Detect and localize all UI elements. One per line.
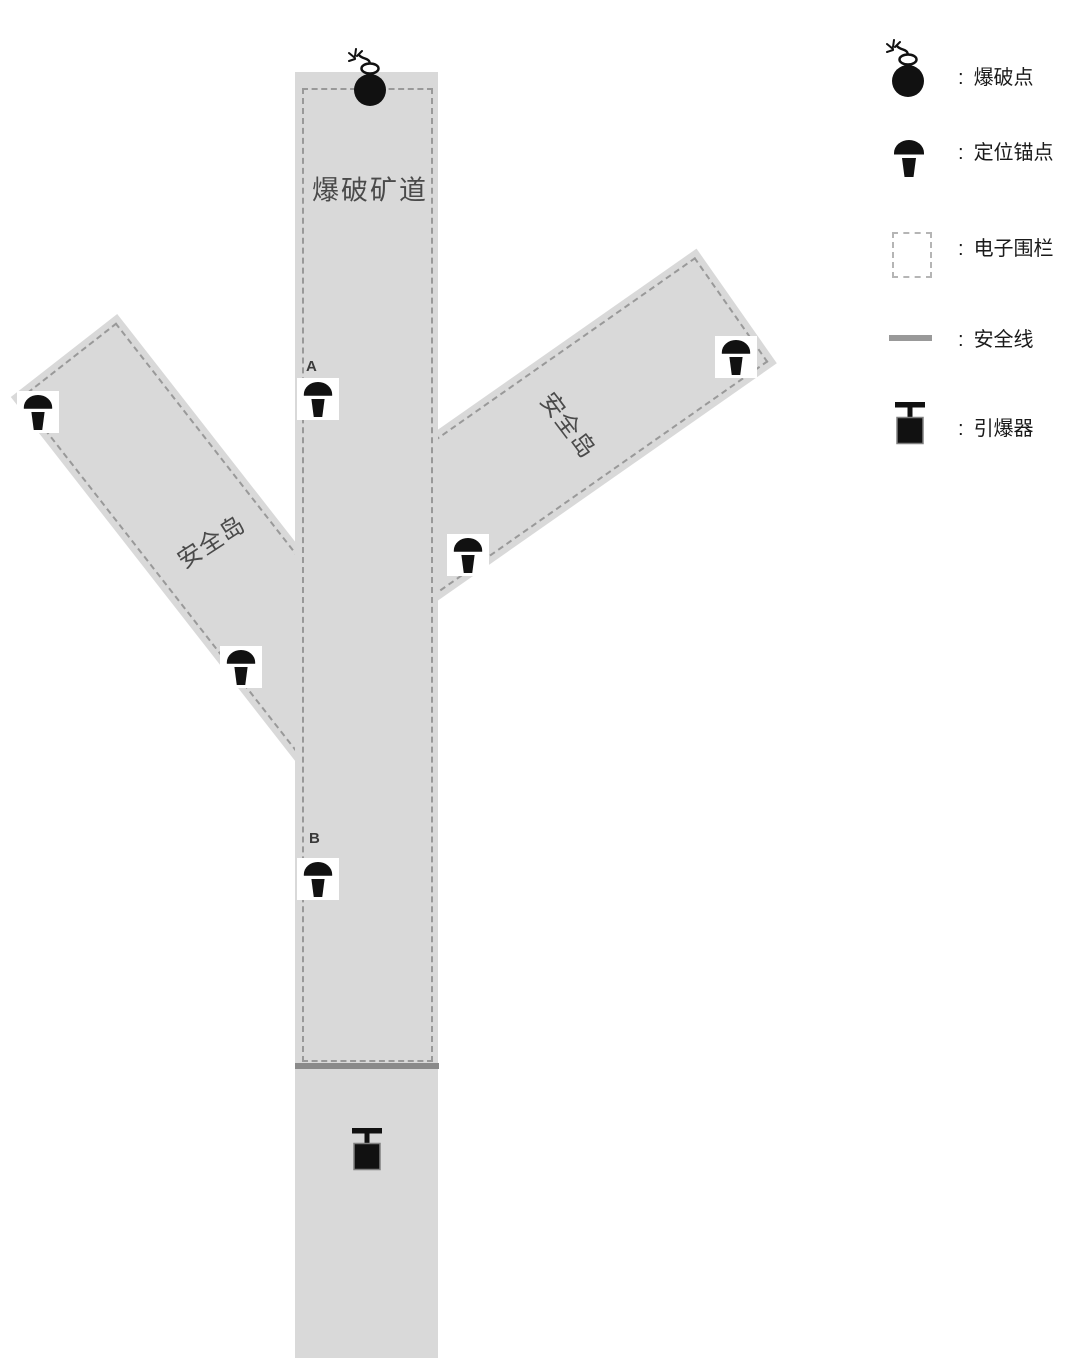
tunnel-label: 爆破矿道 [312,175,428,206]
anchor-icon-b [297,858,339,900]
legend-label-safety-line: :安全线 [958,329,1034,351]
left-island-fence [19,322,302,777]
blast-point-icon [347,48,388,108]
anchor-icon-a [297,378,339,420]
legend-label-blast-point: :爆破点 [958,67,1034,89]
detonator-icon [894,401,926,445]
anchor-b-label: B [309,830,320,847]
bomb-icon [885,39,926,99]
detonator-icon [351,1127,383,1171]
left-safety-island-area [10,313,302,785]
legend-label-detonator: :引爆器 [958,418,1034,440]
fence-icon [892,232,932,278]
anchor-icon [894,140,924,177]
anchor-a-label: A [306,358,317,375]
anchor-icon-left-lower [220,646,262,688]
anchor-icon-right-lower [447,534,489,576]
anchor-icon-left-tip [17,391,59,433]
anchor-icon-right-tip [715,336,757,378]
safety-line [295,1063,439,1069]
legend-label-fence: :电子围栏 [958,238,1054,260]
left-safety-island-region [0,280,302,792]
electronic-fence-main [302,88,433,1062]
legend-label-anchor: :定位锚点 [958,142,1054,164]
safety-line-icon [889,335,932,341]
right-safety-island-region [433,228,825,620]
